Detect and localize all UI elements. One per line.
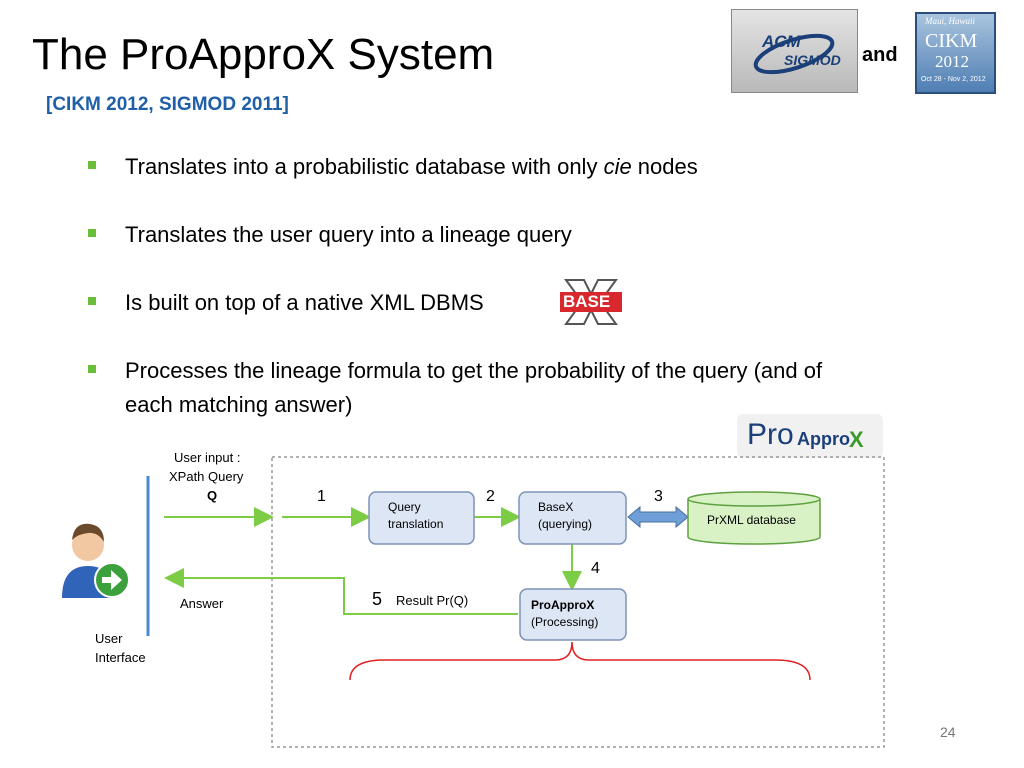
user-input-label: User input : <box>174 450 241 465</box>
acm-sigmod-logo: ACM SIGMOD <box>731 9 858 93</box>
bullet-item: Processes the lineage formula to get the… <box>88 354 828 422</box>
query-q-label: Q <box>207 488 218 503</box>
query-translation-text-2: translation <box>388 517 444 531</box>
proapprox-logo: Pro Appro X <box>737 414 883 458</box>
curly-brace <box>349 641 811 681</box>
sigmod-logo-text-acm: ACM <box>762 32 801 51</box>
ui-label-line2: Interface <box>95 650 146 665</box>
cikm-logo-dates: Oct 28 - Nov 2, 2012 <box>921 76 986 83</box>
bullet-text: Translates into a probabilistic database… <box>125 154 698 179</box>
bullet-text: Translates the user query into a lineage… <box>125 222 572 247</box>
ui-label-line1: User <box>95 631 123 646</box>
proapprox-logo-approx: Appro <box>797 429 850 449</box>
query-translation-box <box>368 491 475 545</box>
basex-text-1: BaseX <box>538 500 574 514</box>
step-5-label: 5 <box>372 589 383 609</box>
proapprox-box <box>519 588 627 641</box>
user-icon <box>62 523 130 598</box>
proapprox-text-1: ProApproX <box>531 598 595 612</box>
basex-text-2: (querying) <box>538 517 593 531</box>
step-3-label: 3 <box>654 488 663 505</box>
cikm-2012-logo: Maui, Hawaii CIKM 2012 Oct 28 - Nov 2, 2… <box>915 12 996 94</box>
bullet-text: Is built on top of a native XML DBMS <box>125 290 484 315</box>
step-2-label: 2 <box>486 488 495 505</box>
step-1-label: 1 <box>317 488 326 505</box>
basex-logo: BASE <box>558 278 624 326</box>
sigmod-logo-text: SIGMOD <box>784 52 841 68</box>
query-translation-text-1: Query <box>388 500 421 514</box>
bullet-marker <box>88 297 96 305</box>
xpath-query-label: XPath Query <box>169 469 244 484</box>
prxml-database-label: PrXML database <box>707 513 796 527</box>
bullet-item: Translates into a probabilistic database… <box>88 150 828 184</box>
bullet-item: Is built on top of a native XML DBMS <box>88 286 828 320</box>
page-number: 24 <box>940 724 956 740</box>
cikm-logo-place: Maui, Hawaii <box>925 16 976 26</box>
proapprox-logo-x: X <box>849 427 864 452</box>
prxml-database-top <box>687 491 821 507</box>
proapprox-text-2: (Processing) <box>531 615 599 629</box>
logo-connector-text: and <box>862 44 898 66</box>
slide-title: The ProApproX System <box>32 30 495 79</box>
step3-double-arrow <box>627 505 689 529</box>
proapprox-logo-pro: Pro <box>747 418 794 451</box>
basex-box <box>518 491 627 545</box>
bullet-marker <box>88 161 96 169</box>
cikm-logo-year: 2012 <box>935 52 969 71</box>
basex-logo-text: BASE <box>563 292 611 311</box>
bullet-marker <box>88 229 96 237</box>
bullet-marker <box>88 365 96 373</box>
cikm-logo-name: CIKM <box>925 30 978 52</box>
result-label: Result Pr(Q) <box>396 593 469 608</box>
bullet-item: Translates the user query into a lineage… <box>88 218 828 252</box>
bullet-text: Processes the lineage formula to get the… <box>125 358 823 417</box>
result-arrow <box>164 568 518 615</box>
citation-subtitle: [CIKM 2012, SIGMOD 2011] <box>46 94 289 115</box>
answer-label: Answer <box>180 596 224 611</box>
system-boundary <box>271 456 885 748</box>
prxml-database-cylinder <box>687 499 821 545</box>
step-4-label: 4 <box>591 560 600 577</box>
